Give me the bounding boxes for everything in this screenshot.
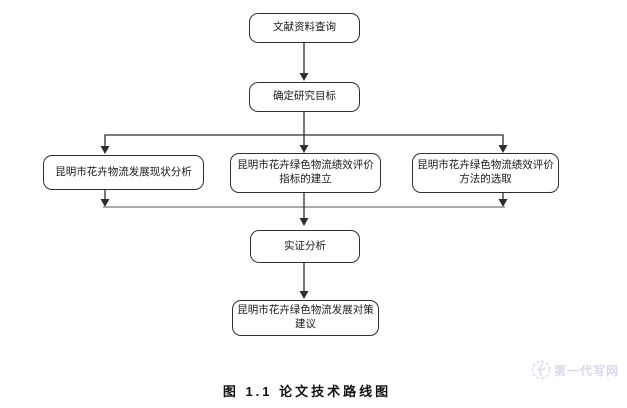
edge-goal-branch [100, 112, 508, 154]
edge-empirical-to-countermeasures [299, 263, 309, 299]
node-countermeasures: 昆明市花卉绿色物流发展对策 建议 [232, 300, 379, 336]
node-status-analysis: 昆明市花卉物流发展现状分析 [43, 155, 204, 190]
node-empirical-analysis: 实证分析 [250, 230, 360, 263]
node-literature-search: 文献资料查询 [249, 13, 360, 43]
edge-literature-to-goal [299, 43, 309, 81]
node-indicator-building: 昆明市花卉绿色物流绩效评价 指标的建立 [230, 153, 381, 193]
watermark: 第一代写网 [531, 360, 619, 380]
node-research-goal: 确定研究目标 [249, 82, 360, 112]
figure-caption: 图 1.1 论文技术路线图 [222, 384, 392, 399]
watermark-logo-icon [531, 360, 551, 380]
watermark-text: 第一代写网 [553, 363, 619, 378]
edge-branches-to-merge [100, 190, 508, 226]
node-method-selection: 昆明市花卉绿色物流绩效评价 方法的选取 [412, 153, 559, 193]
